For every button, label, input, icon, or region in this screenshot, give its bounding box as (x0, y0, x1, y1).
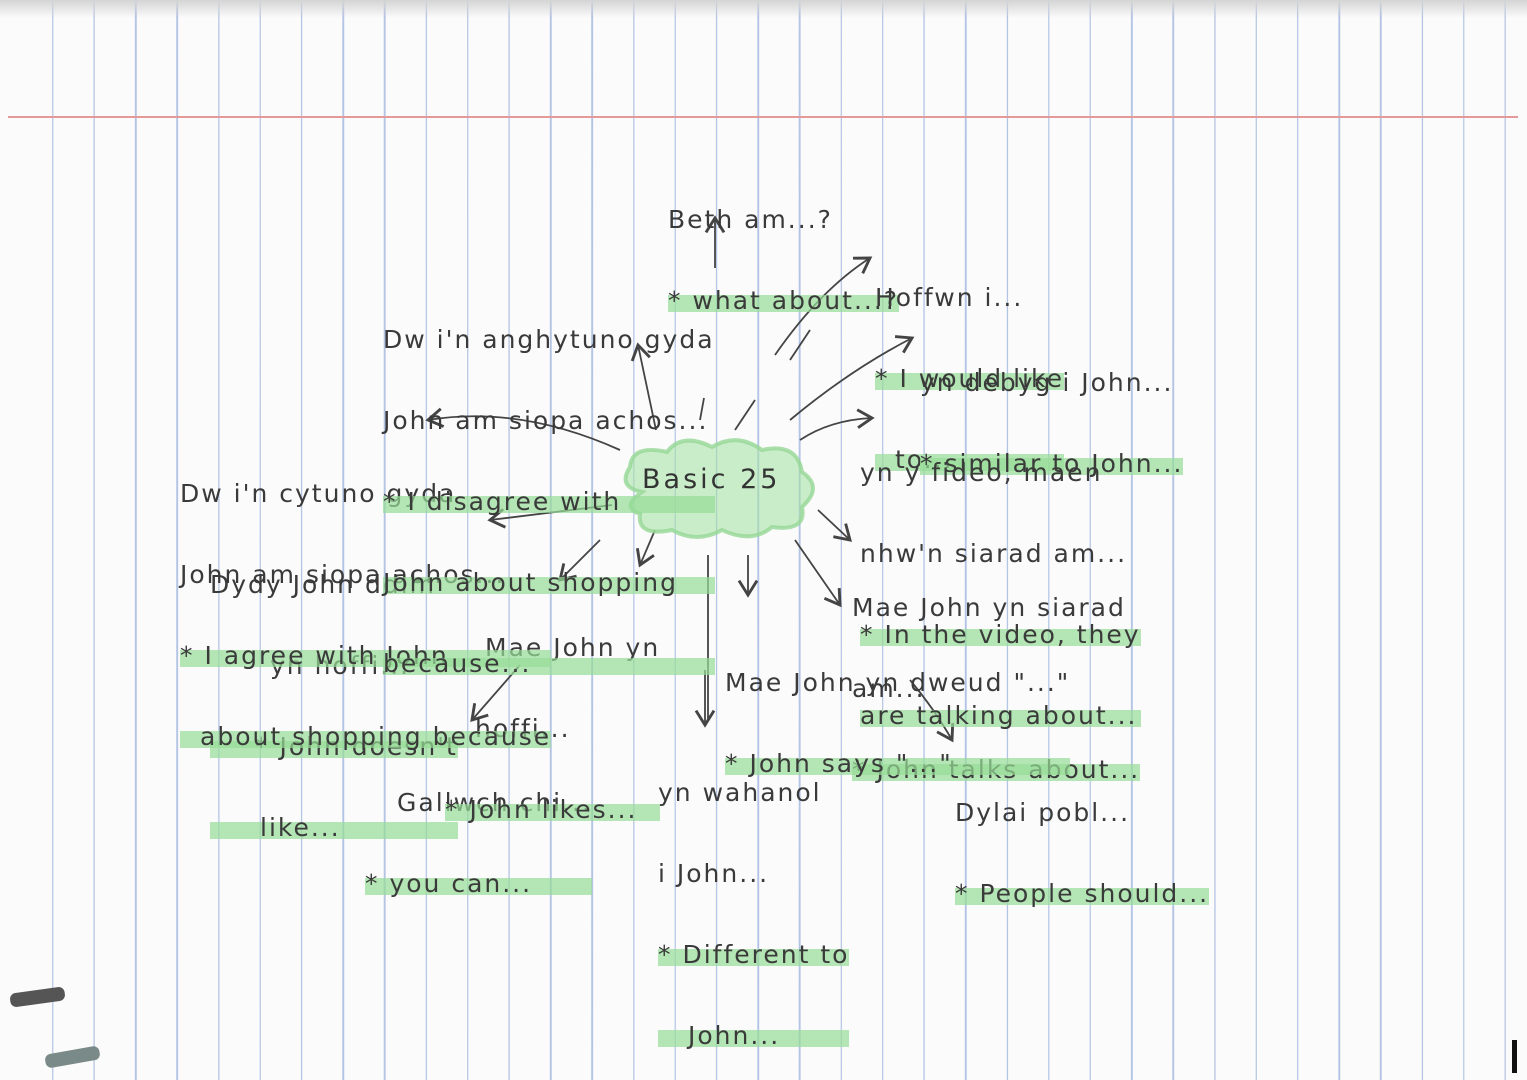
welsh-line: i John... (658, 859, 770, 888)
english-line: * I disagree with (383, 488, 715, 515)
english-line: about shopping because (180, 723, 552, 750)
welsh-line: Mae John yn siarad (852, 593, 1126, 622)
note-fideo: yn y fideo, maen nhw'n siarad am... * In… (860, 405, 1141, 756)
arrow-to-siarad (817, 509, 852, 542)
english-line: * People should... (955, 879, 1210, 908)
english-line: * similar to John... (920, 449, 1184, 478)
binder-mark (1512, 1040, 1517, 1073)
note-anghytuno: Dw i'n anghytuno gyda John am siopa acho… (383, 272, 715, 704)
margin-line (8, 116, 1518, 118)
welsh-line: nhw'n siarad am... (860, 539, 1128, 568)
english-line: * you can... (365, 870, 592, 897)
note-gwahanol: yn wahanol i John... * Different to John… (658, 725, 850, 1076)
arrow-to-debyg (789, 335, 915, 421)
english-line: John about shopping (383, 569, 715, 596)
note-beth-am: Beth am...? * what about...? (668, 152, 900, 341)
english-line: because... (383, 650, 715, 677)
english-line: * John says "..." (725, 750, 1071, 777)
note-debyg: yn debyg i John... * similar to John... (920, 315, 1184, 504)
english-line: * John likes... (445, 796, 661, 823)
welsh-line: Beth am...? (668, 205, 833, 234)
english-line: John... (658, 1022, 850, 1049)
welsh-line: yn wahanol (658, 778, 822, 807)
english-line: * what about...? (668, 286, 900, 315)
welsh-line: Dylai pobl... (955, 798, 1131, 827)
welsh-line: am... (852, 674, 926, 703)
welsh-line: yn debyg i John... (920, 368, 1174, 397)
welsh-line: Mae John yn dweud "..." (725, 668, 1071, 697)
page-top-shadow (0, 0, 1527, 18)
welsh-line: Dw i'n anghytuno gyda (383, 325, 715, 354)
arrow-to-shopping (630, 342, 657, 431)
note-pobl: Dylai pobl... * People should... (955, 745, 1210, 934)
note-dweud: Mae John yn dweud "..." * John says "...… (725, 615, 1071, 804)
arrow-to-fideo (799, 408, 875, 441)
english-line: are talking about... (860, 702, 1141, 729)
welsh-line: yn y fideo, maen (860, 458, 1103, 487)
english-line: * Different to (658, 940, 850, 969)
english-line: * I would like (875, 364, 1064, 393)
english-line: * In the video, they (860, 620, 1141, 649)
arrow-to-dweud (794, 539, 842, 608)
arrow-to-ddim (635, 529, 656, 568)
arrow-to-anghytuno (425, 407, 621, 451)
welsh-line: John am siopa achos... (383, 406, 709, 435)
english-line: like... (210, 814, 458, 841)
welsh-line: Hoffwn i... (875, 283, 1024, 312)
